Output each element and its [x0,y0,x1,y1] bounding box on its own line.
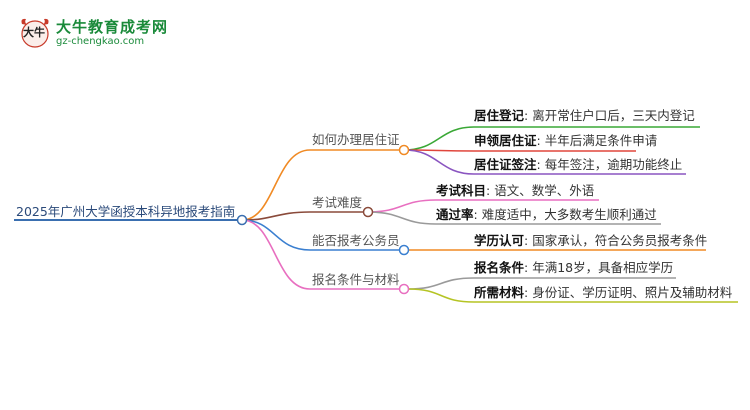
leaf-registration-conditions: 报名条件: 年满18岁，具备相应学历 [474,260,674,275]
leaf-link-3-1 [407,288,738,303]
leaf-link-1-0 [367,199,599,213]
leaf-link-1-1 [367,211,661,225]
branch-node-civil-service[interactable] [398,244,410,256]
logo-title: 大牛教育成考网 [56,18,169,36]
branch-link-3 [241,219,404,290]
branch-node-requirements[interactable] [398,283,410,295]
branch-node-residence-permit[interactable] [398,144,410,156]
leaf-link-0-0 [403,126,700,151]
leaf-link-0-2 [403,149,686,175]
branch-label-exam-difficulty: 考试难度 [312,195,363,210]
leaf-required-materials: 所需材料: 身份证、学历证明、照片及辅助材料 [474,285,733,300]
logo-url: gz-chengkao.com [56,36,145,47]
site-logo[interactable]: 大牛 大牛教育成考网 gz-chengkao.com [18,14,168,54]
leaf-apply-permit: 申领居住证: 半年后满足条件申请 [474,133,658,148]
leaf-link-0-1 [403,149,636,152]
branch-link-0 [241,149,400,221]
leaf-permit-endorsement: 居住证签注: 每年签注，逾期功能终止 [474,157,683,172]
logo-mark-text: 大牛 [23,26,45,39]
root-node-toggle[interactable] [236,214,248,226]
leaf-pass-rate: 通过率: 难度适中，大多数考生顺利通过 [436,207,657,222]
branch-label-civil-service: 能否报考公务员 [312,233,400,248]
branch-label-requirements: 报名条件与材料 [312,272,400,287]
bull-logo-icon [21,18,49,48]
branch-label-residence-permit: 如何办理居住证 [312,132,400,147]
leaf-residence-registration: 居住登记: 离开常住户口后，三天内登记 [474,108,695,123]
branch-link-1 [241,211,364,221]
leaf-exam-subjects: 考试科目: 语文、数学、外语 [436,183,595,198]
leaf-degree-recognition: 学历认可: 国家承认，符合公务员报考条件 [474,233,708,248]
branch-link-2 [241,219,404,251]
branch-node-exam-difficulty[interactable] [362,206,374,218]
leaf-link-3-0 [407,277,676,290]
root-node-label: 2025年广州大学函授本科异地报考指南 [16,204,236,219]
